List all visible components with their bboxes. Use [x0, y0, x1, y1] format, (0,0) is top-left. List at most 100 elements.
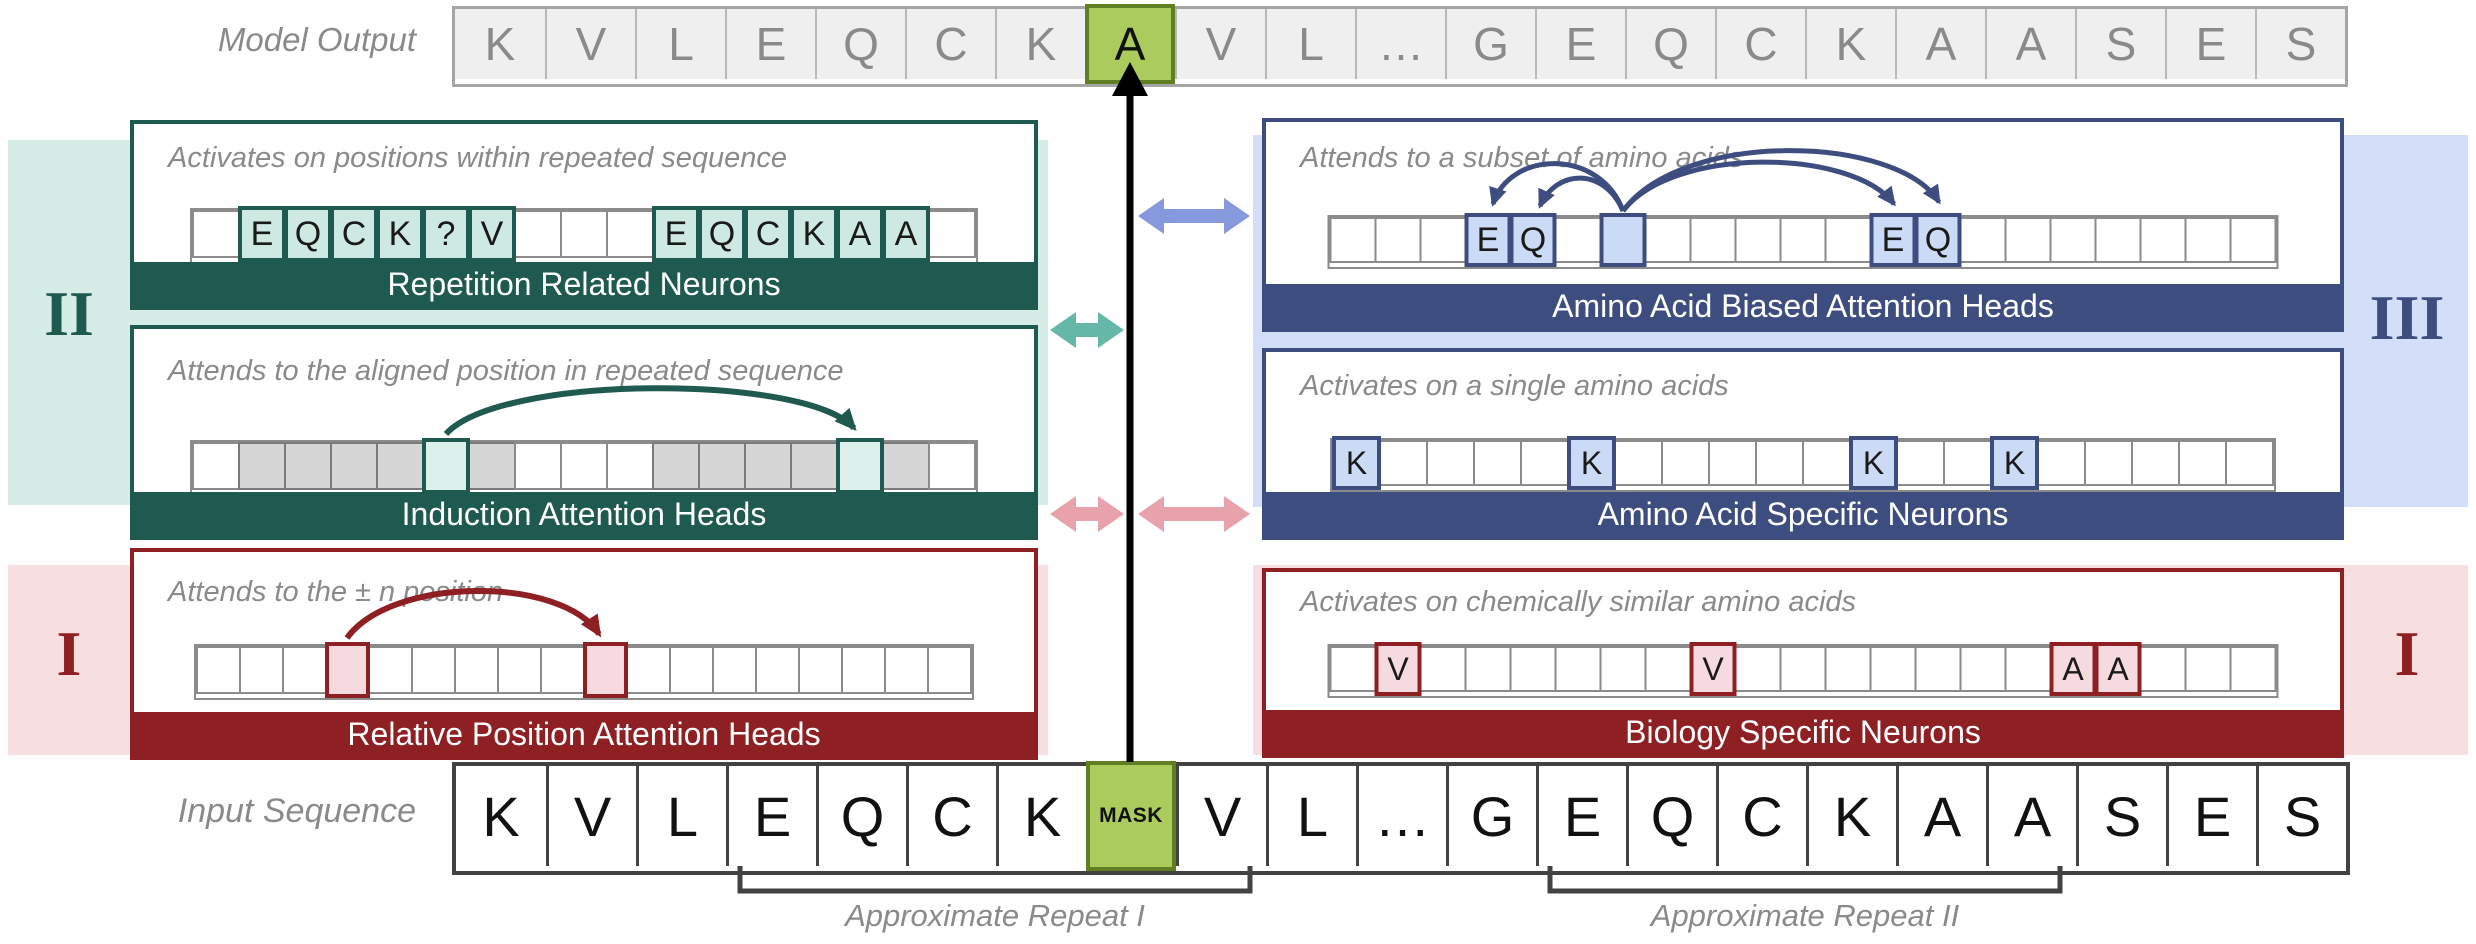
sequence-cell: [1599, 646, 1647, 692]
sequence-cell: [1779, 217, 1827, 263]
sequence-cell: [514, 442, 562, 490]
sequence-cell-e: E: [725, 9, 815, 79]
sequence-cell-l: L: [1266, 766, 1356, 866]
numeral-i-left: I: [56, 618, 82, 689]
sequence-cell: [514, 210, 562, 258]
sequence-cell-c: C: [1715, 9, 1805, 79]
sequence-cell: [2049, 217, 2097, 263]
sequence-cell: [1614, 440, 1663, 486]
sequence-cell-a: A: [1895, 9, 1985, 79]
sequence-cell: [196, 646, 241, 694]
sequence-cell: [606, 442, 654, 490]
sequence-cell: [468, 442, 516, 490]
sequence-cell-q: Q: [1509, 213, 1557, 267]
sequence-cell: [928, 442, 976, 490]
biased-caption: Attends to a subset of amino acids: [1300, 142, 1744, 174]
sequence-cell: [652, 442, 700, 490]
sequence-cell: [1419, 217, 1467, 263]
sequence-cell: [626, 646, 671, 694]
sequence-cell-k: K: [790, 206, 838, 262]
relative-sequence-row: [194, 642, 974, 700]
induction-link-arrow: [1050, 312, 1124, 348]
sequence-cell: [1689, 217, 1737, 263]
sequence-cell-a: A: [1085, 4, 1175, 84]
sequence-cell-e: E: [652, 206, 700, 262]
sequence-cell-k: K: [1849, 436, 1898, 490]
sequence-cell-…: …: [1356, 766, 1446, 866]
sequence-cell-q: Q: [1914, 213, 1962, 267]
sequence-cell-e: E: [1869, 213, 1917, 267]
sequence-cell: [497, 646, 542, 694]
sequence-cell: [2094, 217, 2142, 263]
sequence-cell: [2004, 646, 2052, 692]
biology-specific-neurons-panel: Activates on chemically similar amino ac…: [1262, 568, 2344, 758]
sequence-cell-a: A: [1986, 766, 2076, 866]
sequence-cell: [411, 646, 456, 694]
sequence-cell: [669, 646, 714, 694]
sequence-cell: [712, 646, 757, 694]
relative-link-arrow: [1050, 496, 1124, 532]
sequence-cell: [2229, 217, 2277, 263]
biased-link-arrow: [1138, 198, 1250, 234]
sequence-cell: [583, 642, 628, 698]
sequence-cell-l: L: [1265, 9, 1355, 79]
sequence-cell: [1943, 440, 1992, 486]
sequence-cell-v: V: [1175, 9, 1265, 79]
sequence-cell: [282, 646, 327, 694]
sequence-cell: [606, 210, 654, 258]
numeral-ii: II: [44, 278, 94, 349]
sequence-cell-c: C: [744, 206, 792, 262]
sequence-cell: [1755, 440, 1804, 486]
sequence-cell-k: K: [996, 766, 1086, 866]
sequence-cell-q: Q: [816, 766, 906, 866]
sequence-cell: [790, 442, 838, 490]
sequence-cell: [2184, 646, 2232, 692]
repetition-related-neurons-panel: Activates on positions within repeated s…: [130, 120, 1038, 310]
sequence-cell-a: A: [882, 206, 930, 262]
sequence-cell: [2084, 440, 2133, 486]
sequence-cell-a: A: [1985, 9, 2075, 79]
sequence-cell: [1464, 646, 1512, 692]
sequence-cell: [744, 442, 792, 490]
sequence-cell: [2225, 440, 2274, 486]
biased-footer: Amino Acid Biased Attention Heads: [1266, 284, 2340, 328]
sequence-cell-q: Q: [698, 206, 746, 262]
sequence-cell-k: K: [455, 9, 545, 79]
sequence-cell: [1959, 217, 2007, 263]
sequence-cell-q: Q: [1626, 766, 1716, 866]
sequence-cell: [1644, 646, 1692, 692]
sequence-cell: [1554, 217, 1602, 263]
sequence-cell: [1520, 440, 1569, 486]
sequence-cell: [2184, 217, 2232, 263]
sequence-cell-e: E: [1535, 9, 1625, 79]
sequence-cell: [798, 646, 843, 694]
sequence-cell-v: V: [545, 9, 635, 79]
sequence-cell-q: Q: [815, 9, 905, 79]
sequence-cell: [1329, 646, 1377, 692]
mask-to-output-arrow: [1112, 62, 1148, 762]
relative-position-attention-heads-panel: Attends to the ± n position Relative Pos…: [130, 548, 1038, 760]
sequence-cell-c: C: [905, 9, 995, 79]
sequence-cell: [1554, 646, 1602, 692]
sequence-cell-e: E: [2166, 766, 2256, 866]
input-sequence-label: Input Sequence: [177, 792, 416, 830]
sequence-cell: [1708, 440, 1757, 486]
sequence-cell-a: A: [2094, 642, 2142, 696]
sequence-cell: [238, 442, 286, 490]
sequence-cell: [2229, 646, 2277, 692]
sequence-cell-c: C: [1716, 766, 1806, 866]
sequence-cell-k: K: [1805, 9, 1895, 79]
repetition-footer: Repetition Related Neurons: [134, 262, 1034, 306]
sequence-cell-a: A: [1896, 766, 1986, 866]
sequence-cell: [698, 442, 746, 490]
sequence-cell: [1779, 646, 1827, 692]
sequence-cell-v: V: [1374, 642, 1422, 696]
biology-footer: Biology Specific Neurons: [1266, 710, 2340, 754]
sequence-cell-e: E: [238, 206, 286, 262]
sequence-cell-q: Q: [1625, 9, 1715, 79]
sequence-cell: [2037, 440, 2086, 486]
sequence-cell: [2178, 440, 2227, 486]
